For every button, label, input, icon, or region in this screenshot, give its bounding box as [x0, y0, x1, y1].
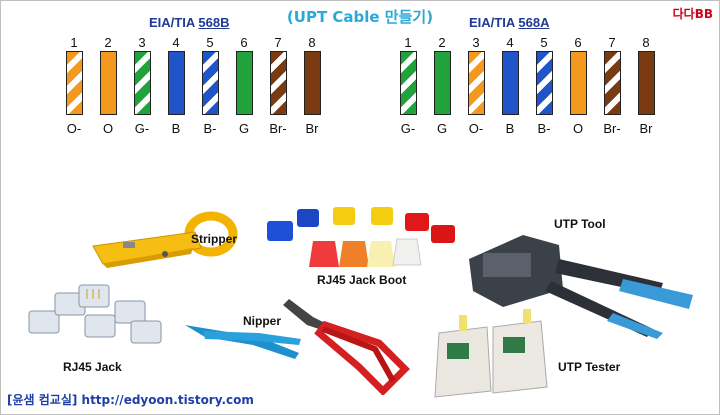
pin-number: 3 — [138, 35, 146, 50]
standard-568b-title: EIA/TIA 568B — [149, 15, 229, 30]
pin-label: G — [436, 121, 448, 136]
wire-bar — [433, 51, 451, 115]
stripper-image — [92, 211, 238, 268]
wire-bar — [535, 51, 553, 115]
wire-bar — [501, 51, 519, 115]
pin-number: 7 — [274, 35, 282, 50]
wire-bar — [235, 51, 253, 115]
wire-bar — [133, 51, 151, 115]
pin-label: O — [572, 121, 584, 136]
pin-label: B — [171, 121, 181, 136]
wire-bar — [269, 51, 287, 115]
pin-number: 6 — [240, 35, 248, 50]
pin-number: 5 — [540, 35, 548, 50]
utp-tool-image — [469, 235, 693, 339]
wire-bar — [201, 51, 219, 115]
standard-568b-code: 568B — [198, 15, 230, 30]
pin-label: G- — [134, 121, 150, 136]
wire-bar — [167, 51, 185, 115]
pin-label: G — [238, 121, 250, 136]
wire-bar — [399, 51, 417, 115]
pin-label: B — [505, 121, 515, 136]
rj45-jack-image — [28, 284, 162, 344]
pin-number: 2 — [104, 35, 112, 50]
standard-568a-code: 568A — [518, 15, 550, 30]
wire-bar — [99, 51, 117, 115]
wire-bar — [637, 51, 655, 115]
standard-568b-prefix: EIA/TIA — [149, 15, 195, 30]
pin-label: O — [102, 121, 114, 136]
pin-number: 2 — [438, 35, 446, 50]
pin-label: Br — [639, 121, 653, 136]
wire-bar — [603, 51, 621, 115]
pin-number: 7 — [608, 35, 616, 50]
nipper-image — [185, 299, 410, 395]
boot-label: RJ45 Jack Boot — [317, 273, 407, 287]
pin-number: 6 — [574, 35, 582, 50]
pin-label: B- — [537, 121, 551, 136]
standard-568a-title: EIA/TIA 568A — [469, 15, 549, 30]
pin-label: Br- — [603, 121, 621, 136]
pin-number: 3 — [472, 35, 480, 50]
pin-number: 1 — [404, 35, 412, 50]
pin-number: 1 — [70, 35, 78, 50]
utp-tester-image — [434, 309, 548, 398]
wire-bar — [467, 51, 485, 115]
wire-bar — [65, 51, 83, 115]
pin-number: 8 — [308, 35, 316, 50]
standard-568a-prefix: EIA/TIA — [469, 15, 515, 30]
pin-label: O- — [66, 121, 82, 136]
stripper-label: Stripper — [191, 232, 238, 246]
pin-label: O- — [468, 121, 484, 136]
pin-label: G- — [400, 121, 416, 136]
wire-bar — [303, 51, 321, 115]
nipper-label: Nipper — [243, 314, 282, 328]
wire-bar — [569, 51, 587, 115]
rj45-jack-label: RJ45 Jack — [63, 360, 122, 374]
pin-label: B- — [203, 121, 217, 136]
footer-credit[interactable]: [윤샘 컴교실] http://edyoon.tistory.com — [7, 393, 254, 407]
pin-label: Br- — [269, 121, 287, 136]
pin-label: Br — [305, 121, 319, 136]
pin-number: 8 — [642, 35, 650, 50]
utp-tool-label: UTP Tool — [554, 217, 606, 231]
pin-number: 4 — [172, 35, 180, 50]
corner-label: 다다BB — [672, 7, 713, 21]
pin-number: 4 — [506, 35, 514, 50]
boots-image — [267, 207, 455, 267]
page-title: (UPT Cable 만들기) — [286, 8, 434, 26]
pin-number: 5 — [206, 35, 214, 50]
utp-tester-label: UTP Tester — [558, 360, 621, 374]
